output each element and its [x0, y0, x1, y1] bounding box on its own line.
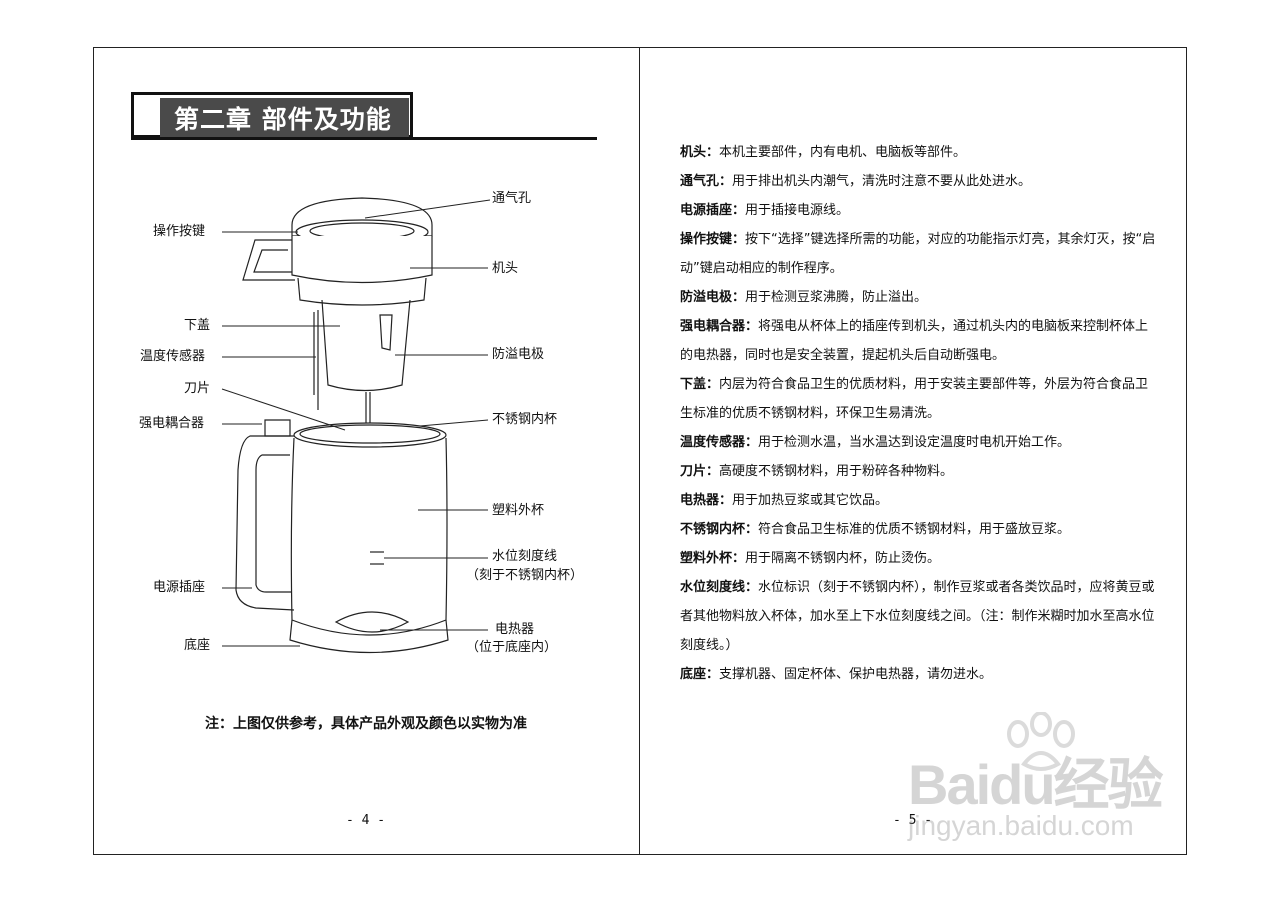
label-outer-cup: 塑料外杯 — [492, 503, 545, 518]
desc-text: 用于检测水温，当水温达到设定温度时电机开始工作。 — [758, 435, 1071, 450]
label-water-line: 水位刻度线 — [492, 549, 558, 564]
desc-text: 支撑机器、固定杯体、保护电热器，请勿进水。 — [719, 667, 993, 682]
desc-item-vent-hole: 通气孔：用于排出机头内潮气，清洗时注意不要从此处进水。 — [680, 167, 1160, 196]
desc-item-buttons: 操作按键：按下“选择”键选择所需的功能，对应的功能指示灯亮，其余灯灭，按“启动”… — [680, 225, 1160, 283]
page-number-left: - 4 - — [346, 813, 386, 828]
label-coupler: 强电耦合器 — [139, 416, 205, 431]
label-water-line-note: （刻于不锈钢内杯） — [466, 568, 584, 583]
desc-text: 水位标识（刻于不锈钢内杯），制作豆浆或者各类饮品时，应将黄豆或者其他物料放入杯体… — [680, 580, 1155, 653]
page-divider — [639, 47, 640, 855]
chapter-title: 第二章 部件及功能 — [160, 98, 409, 138]
label-machine-head: 机头 — [492, 261, 519, 276]
desc-text: 用于检测豆浆沸腾，防止溢出。 — [745, 290, 928, 305]
desc-item-temp-sensor: 温度传感器：用于检测水温，当水温达到设定温度时电机开始工作。 — [680, 428, 1160, 457]
desc-text: 高硬度不锈钢材料，用于粉碎各种物料。 — [719, 464, 954, 479]
desc-term: 电热器： — [680, 493, 733, 508]
desc-item-heater: 电热器：用于加热豆浆或其它饮品。 — [680, 486, 1160, 515]
label-lower-cover: 下盖 — [184, 318, 211, 333]
desc-item-blade: 刀片：高硬度不锈钢材料，用于粉碎各种物料。 — [680, 457, 1160, 486]
watermark-url: jingyan.baidu.com — [908, 810, 1134, 841]
desc-term: 防溢电极： — [680, 290, 746, 305]
desc-item-coupler: 强电耦合器：将强电从杯体上的插座传到机头，通过机头内的电脑板来控制杯体上的电热器… — [680, 312, 1160, 370]
desc-text: 符合食品卫生标准的优质不锈钢材料，用于盛放豆浆。 — [758, 522, 1071, 537]
label-buttons: 操作按键 — [153, 224, 206, 239]
desc-term: 机头： — [680, 145, 720, 160]
page-number-right: - 5 - — [893, 813, 933, 828]
desc-text: 按下“选择”键选择所需的功能，对应的功能指示灯亮，其余灯灭，按“启动”键启动相应… — [680, 232, 1156, 276]
desc-item-lower-cover: 下盖：内层为符合食品卫生的优质材料，用于安装主要部件等，外层为符合食品卫生标准的… — [680, 370, 1160, 428]
watermark-logo-text: Baidu经验 — [908, 753, 1164, 816]
diagram-note: 注：上图仅供参考，具体产品外观及颜色以实物为准 — [205, 716, 527, 732]
label-inner-cup: 不锈钢内杯 — [492, 412, 558, 427]
label-base: 底座 — [184, 638, 211, 653]
label-heater-note: （位于底座内） — [466, 640, 558, 655]
label-vent-hole: 通气孔 — [492, 191, 532, 206]
desc-term: 底座： — [680, 667, 720, 682]
desc-term: 不锈钢内杯： — [680, 522, 759, 537]
baidu-watermark: Baidu经验 jingyan.baidu.com — [908, 712, 1198, 862]
desc-item-inner-cup: 不锈钢内杯：符合食品卫生标准的优质不锈钢材料，用于盛放豆浆。 — [680, 515, 1160, 544]
desc-term: 通气孔： — [680, 174, 733, 189]
parts-description-list: 机头：本机主要部件，内有电机、电脑板等部件。 通气孔：用于排出机头内潮气，清洗时… — [680, 138, 1160, 689]
desc-text: 用于插接电源线。 — [745, 203, 850, 218]
desc-text: 用于排出机头内潮气，清洗时注意不要从此处进水。 — [732, 174, 1032, 189]
desc-text: 本机主要部件，内有电机、电脑板等部件。 — [719, 145, 967, 160]
desc-term: 下盖： — [680, 377, 720, 392]
desc-term: 强电耦合器： — [680, 319, 759, 334]
paw-icon — [1007, 712, 1075, 771]
label-heater: 电热器 — [495, 622, 535, 637]
label-power-socket: 电源插座 — [153, 580, 206, 595]
desc-term: 刀片： — [680, 464, 720, 479]
desc-item-power-socket: 电源插座：用于插接电源线。 — [680, 196, 1160, 225]
desc-item-machine-head: 机头：本机主要部件，内有电机、电脑板等部件。 — [680, 138, 1160, 167]
page-frame — [93, 47, 1187, 855]
desc-item-water-line: 水位刻度线：水位标识（刻于不锈钢内杯），制作豆浆或者各类饮品时，应将黄豆或者其他… — [680, 573, 1160, 660]
label-overflow-electrode: 防溢电极 — [492, 347, 545, 362]
desc-text: 内层为符合食品卫生的优质材料，用于安装主要部件等，外层为符合食品卫生标准的优质不… — [680, 377, 1149, 421]
soymilk-maker-diagram — [221, 197, 491, 654]
desc-term: 温度传感器： — [680, 435, 759, 450]
chapter-title-rule — [131, 137, 597, 140]
desc-term: 塑料外杯： — [680, 551, 746, 566]
desc-term: 操作按键： — [680, 232, 746, 247]
label-temp-sensor: 温度传感器 — [140, 349, 206, 364]
desc-term: 水位刻度线： — [680, 580, 759, 595]
desc-term: 电源插座： — [680, 203, 746, 218]
label-blade: 刀片 — [184, 381, 211, 396]
desc-item-outer-cup: 塑料外杯：用于隔离不锈钢内杯，防止烫伤。 — [680, 544, 1160, 573]
desc-text: 用于加热豆浆或其它饮品。 — [732, 493, 889, 508]
desc-item-base: 底座：支撑机器、固定杯体、保护电热器，请勿进水。 — [680, 660, 1160, 689]
desc-text: 将强电从杯体上的插座传到机头，通过机头内的电脑板来控制杯体上的电热器，同时也是安… — [680, 319, 1149, 363]
desc-text: 用于隔离不锈钢内杯，防止烫伤。 — [745, 551, 941, 566]
desc-item-overflow-electrode: 防溢电极：用于检测豆浆沸腾，防止溢出。 — [680, 283, 1160, 312]
